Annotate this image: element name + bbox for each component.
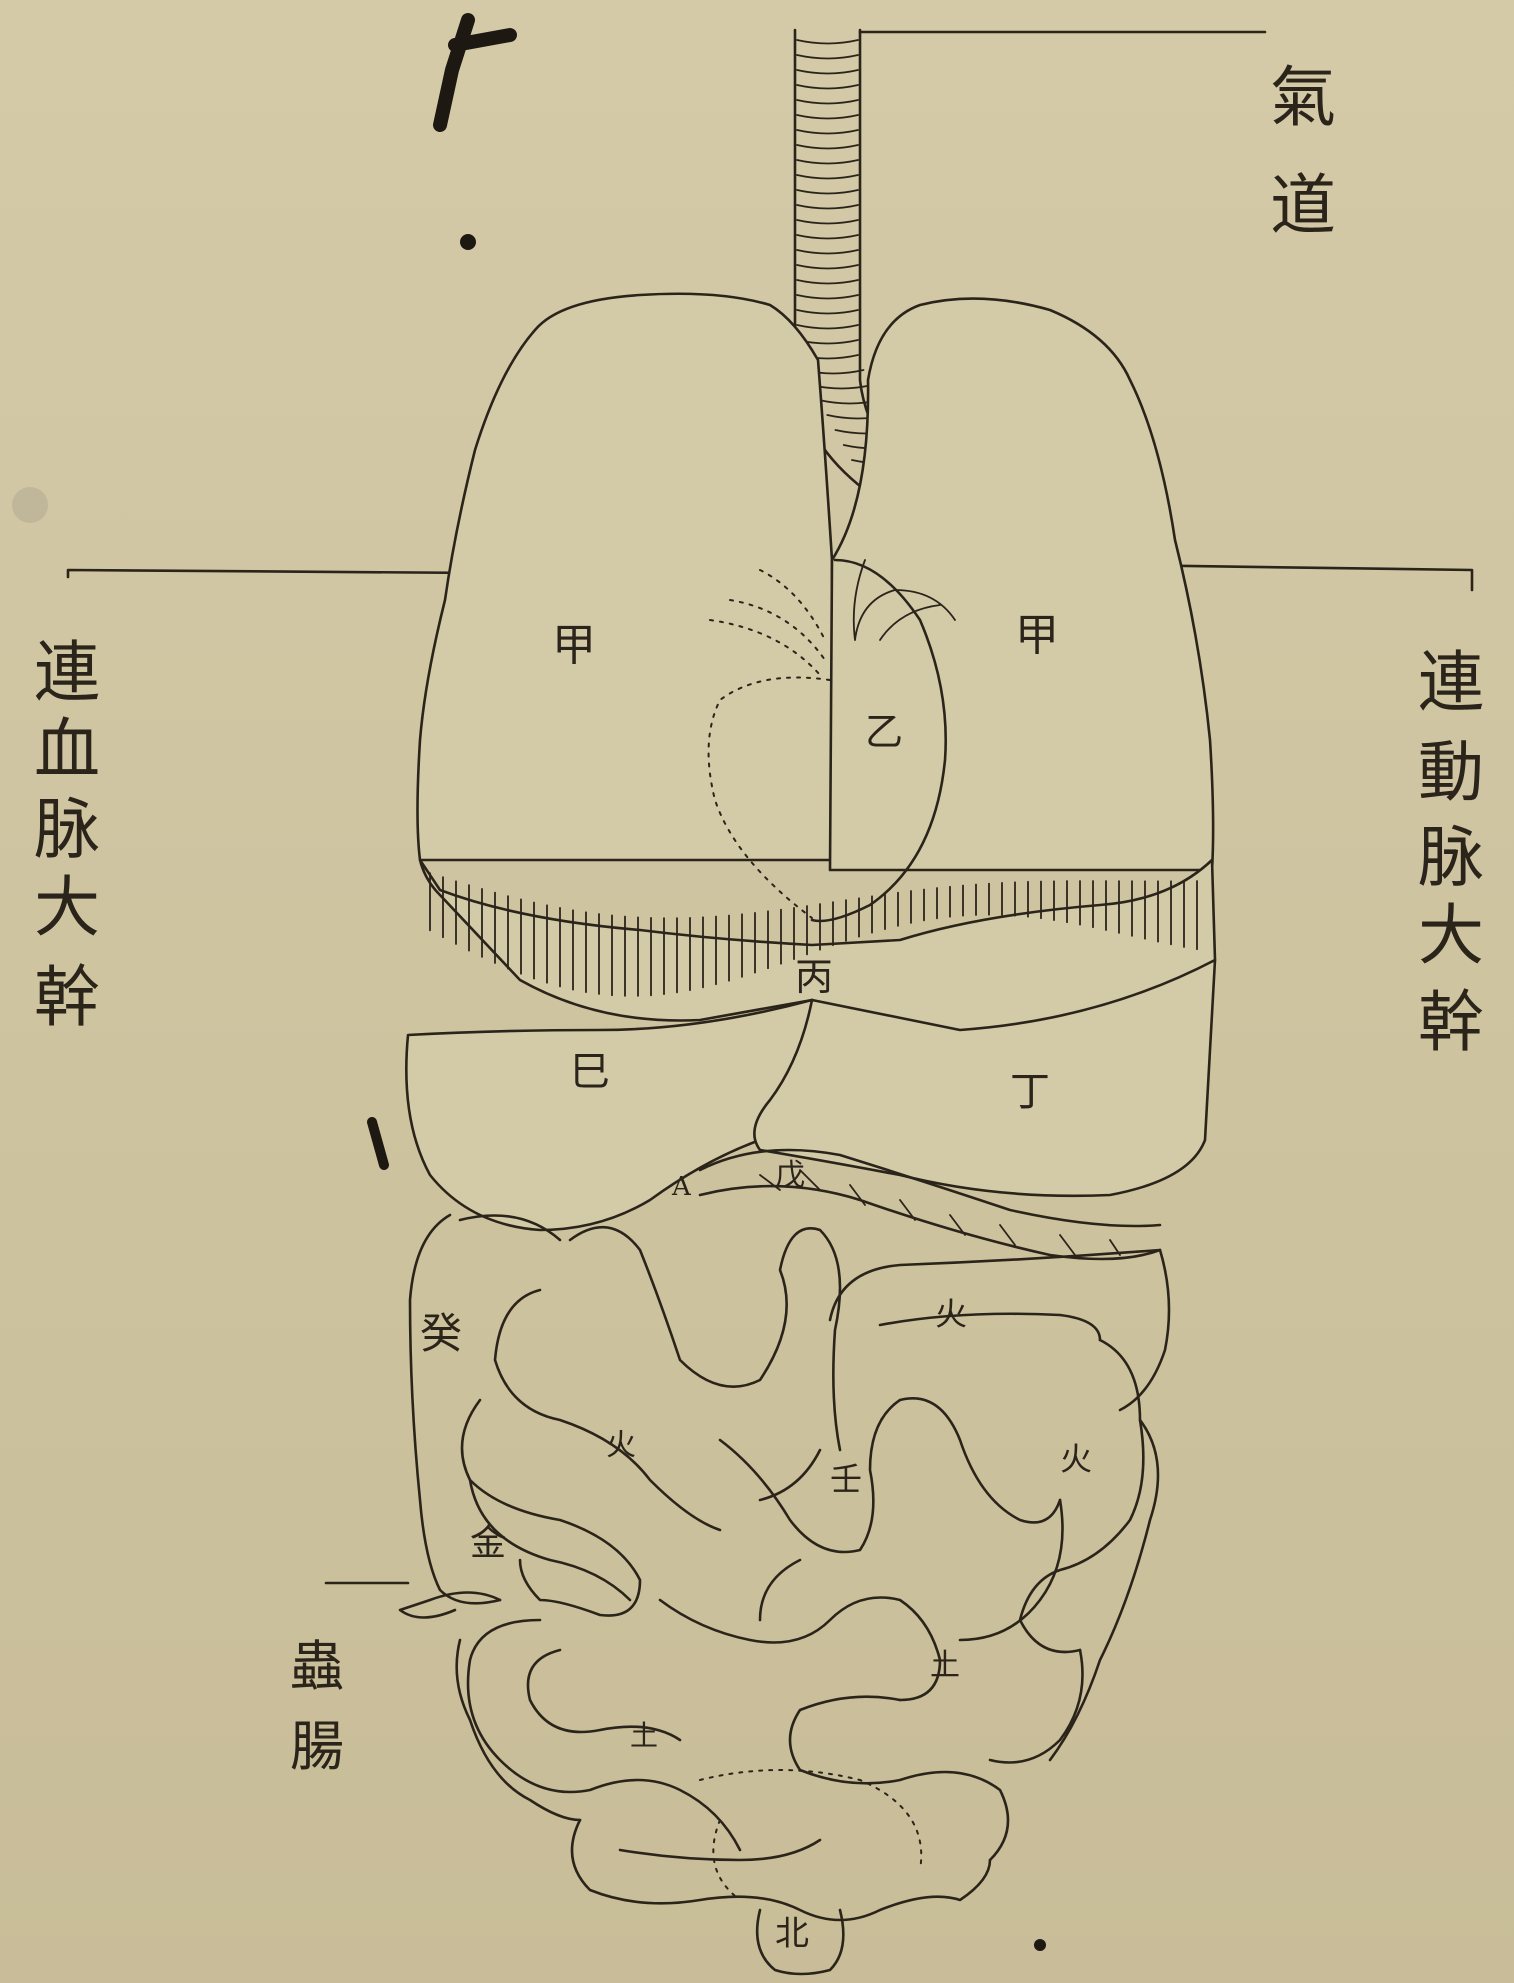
vena-cava-label-char: 連: [34, 634, 100, 711]
vena-cava-label-char: 幹: [34, 959, 100, 1036]
stomach-label: 丁: [1010, 1069, 1050, 1115]
lung-left-label: 甲: [552, 620, 596, 671]
liver-label: 巳: [570, 1049, 610, 1095]
trachea-label: 氣 道: [1270, 59, 1336, 244]
colon-descending-label: 火: [1060, 1440, 1092, 1478]
colon-ascending-label: 癸: [420, 1309, 462, 1358]
aorta-label-char: 脉: [1418, 819, 1484, 896]
ileum-left-label: 土: [630, 1719, 658, 1752]
cecum-label: 金: [470, 1523, 506, 1564]
trachea-label-char: 道: [1270, 167, 1336, 244]
vena-cava-label: 連 血 脉 大 幹: [34, 634, 100, 1036]
small-intestine-label: 火: [606, 1428, 636, 1463]
rectum-label: 北: [775, 1914, 809, 1954]
diaphragm-label: 丙: [795, 955, 833, 999]
aorta-label-char: 動: [1418, 734, 1484, 811]
heart-label: 乙: [865, 710, 903, 754]
vena-cava-label-char: 脉: [34, 791, 100, 868]
organ-labels: 甲 甲 乙 丙 巳 丁 戊 A 癸 火 火 火 壬 金 土 土 北: [420, 610, 1092, 1954]
aorta-label-char: 幹: [1418, 984, 1484, 1061]
appendix-label-char: 蟲: [290, 1635, 344, 1698]
ileum-right-label: 土: [930, 1648, 960, 1683]
gallbladder-label: A: [671, 1172, 692, 1202]
vena-cava-label-char: 大: [34, 869, 100, 946]
trachea-label-char: 氣: [1270, 59, 1336, 136]
lung-right-label: 甲: [1015, 610, 1059, 661]
appendix-label-char: 腸: [290, 1715, 344, 1778]
pancreas-label: 戊: [775, 1158, 805, 1193]
aorta-label-char: 大: [1418, 897, 1484, 974]
jejunum-label: 壬: [830, 1460, 862, 1498]
appendix-label: 蟲 腸: [290, 1635, 344, 1778]
aorta-label-char: 連: [1418, 644, 1484, 721]
aorta-label: 連 動 脉 大 幹: [1418, 644, 1484, 1061]
colon-transverse-label: 火: [935, 1295, 967, 1333]
vena-cava-label-char: 血: [34, 711, 100, 788]
